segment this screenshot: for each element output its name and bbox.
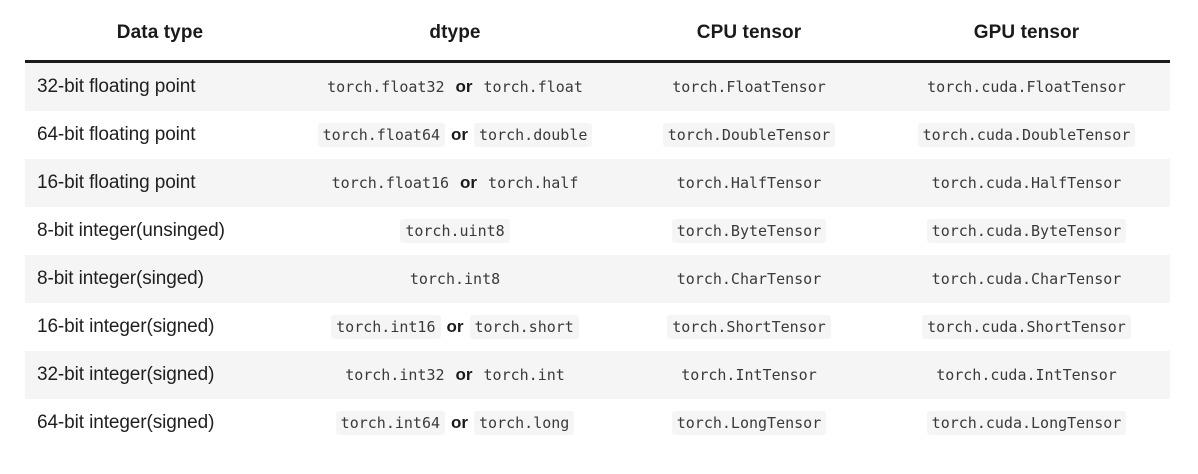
dtype-primary-code: torch.float32 xyxy=(322,74,450,100)
dtype-table-container: Data type dtype CPU tensor GPU tensor 32… xyxy=(25,22,1170,447)
gpu-tensor-code: torch.cuda.LongTensor xyxy=(926,410,1127,436)
cell-data-type: 32-bit floating point xyxy=(37,76,196,97)
dtype-separator-or: or xyxy=(455,77,473,96)
dtype-separator-or: or xyxy=(446,317,464,336)
dtype-primary-code: torch.int32 xyxy=(340,362,450,388)
column-header-gpu-tensor: GPU tensor xyxy=(973,22,1080,43)
dtype-alias-code: torch.double xyxy=(474,122,593,148)
cell-gpu-tensor: torch.cuda.HalfTensor xyxy=(883,159,1170,207)
cell-dtype: torch.float16 or torch.half xyxy=(295,159,615,207)
cell-data-type: 16-bit integer(signed) xyxy=(37,316,215,337)
dtype-separator-or: or xyxy=(451,413,469,432)
cell-gpu-tensor: torch.cuda.LongTensor xyxy=(883,399,1170,447)
gpu-tensor-code: torch.cuda.ShortTensor xyxy=(922,314,1131,340)
dtype-group: torch.float32 or torch.float xyxy=(322,74,588,100)
cell-data-type: 8-bit integer(unsinged) xyxy=(37,220,225,241)
dtype-alias-code: torch.int xyxy=(478,362,570,388)
cell-gpu-tensor: torch.cuda.DoubleTensor xyxy=(883,111,1170,159)
dtype-primary-code: torch.int8 xyxy=(404,266,506,292)
cell-cpu-tensor: torch.HalfTensor xyxy=(615,159,883,207)
cell-dtype: torch.int64 or torch.long xyxy=(295,399,615,447)
cell-cpu-tensor: torch.FloatTensor xyxy=(615,62,883,112)
gpu-tensor-code: torch.cuda.HalfTensor xyxy=(926,170,1127,196)
dtype-separator-or: or xyxy=(451,125,469,144)
cell-cpu-tensor: torch.ByteTensor xyxy=(615,207,883,255)
dtype-alias-code: torch.half xyxy=(483,170,584,196)
dtype-primary-code: torch.uint8 xyxy=(400,218,510,244)
cell-gpu-tensor: torch.cuda.ByteTensor xyxy=(883,207,1170,255)
table-row: 8-bit integer(unsinged) torch.uint8 torch.… xyxy=(25,207,1170,255)
gpu-tensor-code: torch.cuda.FloatTensor xyxy=(922,74,1131,100)
cpu-tensor-code: torch.CharTensor xyxy=(671,266,827,292)
cell-data-type: 8-bit integer(singed) xyxy=(37,268,204,289)
cell-dtype: torch.uint8 xyxy=(295,207,615,255)
dtype-alias-code: torch.long xyxy=(474,410,575,436)
cpu-tensor-code: torch.HalfTensor xyxy=(671,170,827,196)
gpu-tensor-code: torch.cuda.IntTensor xyxy=(931,362,1122,388)
cell-cpu-tensor: torch.LongTensor xyxy=(615,399,883,447)
table-header-row: Data type dtype CPU tensor GPU tensor xyxy=(25,22,1170,62)
dtype-separator-or: or xyxy=(460,173,478,192)
cell-gpu-tensor: torch.cuda.IntTensor xyxy=(883,351,1170,399)
dtype-primary-code: torch.float16 xyxy=(326,170,455,196)
column-header-dtype: dtype xyxy=(429,22,481,43)
cell-dtype: torch.int16 or torch.short xyxy=(295,303,615,351)
cell-cpu-tensor: torch.IntTensor xyxy=(615,351,883,399)
table-row: 8-bit integer(singed) torch.int8 torch.Cha… xyxy=(25,255,1170,303)
dtype-group: torch.uint8 xyxy=(400,218,510,244)
cpu-tensor-code: torch.LongTensor xyxy=(671,410,827,436)
dtype-alias-code: torch.short xyxy=(469,314,579,340)
dtype-primary-code: torch.float64 xyxy=(317,122,446,148)
cell-gpu-tensor: torch.cuda.FloatTensor xyxy=(883,62,1170,112)
cell-dtype: torch.int32 or torch.int xyxy=(295,351,615,399)
cell-gpu-tensor: torch.cuda.CharTensor xyxy=(883,255,1170,303)
dtype-group: torch.int64 or torch.long xyxy=(335,410,575,436)
pytorch-dtype-table: Data type dtype CPU tensor GPU tensor 32… xyxy=(25,22,1170,447)
table-header: Data type dtype CPU tensor GPU tensor xyxy=(25,22,1170,62)
cell-cpu-tensor: torch.ShortTensor xyxy=(615,303,883,351)
cell-gpu-tensor: torch.cuda.ShortTensor xyxy=(883,303,1170,351)
cpu-tensor-code: torch.FloatTensor xyxy=(667,74,831,100)
column-header-data-type: Data type xyxy=(116,22,204,43)
cpu-tensor-code: torch.IntTensor xyxy=(676,362,822,388)
cpu-tensor-code: torch.ByteTensor xyxy=(671,218,827,244)
cell-data-type: 16-bit floating point xyxy=(37,172,196,193)
dtype-primary-code: torch.int16 xyxy=(331,314,441,340)
cell-data-type: 64-bit floating point xyxy=(37,124,196,145)
gpu-tensor-code: torch.cuda.DoubleTensor xyxy=(917,122,1136,148)
cell-dtype: torch.float32 or torch.float xyxy=(295,62,615,112)
cell-cpu-tensor: torch.CharTensor xyxy=(615,255,883,303)
dtype-separator-or: or xyxy=(455,365,473,384)
cell-data-type: 64-bit integer(signed) xyxy=(37,412,215,433)
dtype-alias-code: torch.float xyxy=(478,74,588,100)
cell-dtype: torch.float64 or torch.double xyxy=(295,111,615,159)
gpu-tensor-code: torch.cuda.CharTensor xyxy=(926,266,1127,292)
cell-dtype: torch.int8 xyxy=(295,255,615,303)
cell-data-type: 32-bit integer(signed) xyxy=(37,364,215,385)
dtype-group: torch.int16 or torch.short xyxy=(331,314,579,340)
dtype-group: torch.int32 or torch.int xyxy=(340,362,570,388)
cell-cpu-tensor: torch.DoubleTensor xyxy=(615,111,883,159)
cpu-tensor-code: torch.DoubleTensor xyxy=(662,122,836,148)
cpu-tensor-code: torch.ShortTensor xyxy=(667,314,831,340)
gpu-tensor-code: torch.cuda.ByteTensor xyxy=(926,218,1127,244)
dtype-primary-code: torch.int64 xyxy=(335,410,446,436)
dtype-group: torch.float16 or torch.half xyxy=(326,170,584,196)
column-header-cpu-tensor: CPU tensor xyxy=(696,22,802,43)
dtype-group: torch.int8 xyxy=(404,266,506,292)
dtype-group: torch.float64 or torch.double xyxy=(317,122,593,148)
